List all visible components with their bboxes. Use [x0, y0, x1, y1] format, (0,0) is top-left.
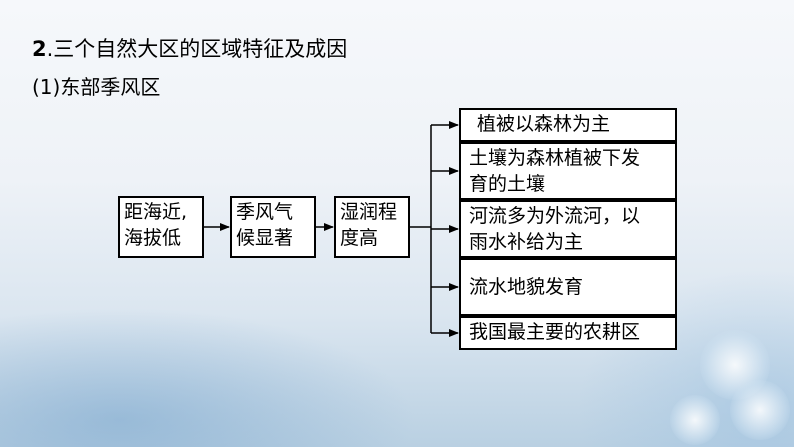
flower-decoration [670, 395, 720, 445]
effect-box-vegetation: 植被以森林为主 [459, 108, 677, 142]
effect-box-landforms: 流水地貌发育 [459, 258, 677, 316]
cause-box-climate: 季风气 候显著 [230, 196, 316, 258]
effect-box-rivers: 河流多为外流河，以 雨水补给为主 [459, 200, 677, 258]
effect-box-agriculture: 我国最主要的农耕区 [459, 316, 677, 350]
effect-box-soil: 土壤为森林植被下发 育的土壤 [459, 142, 677, 200]
section-title: .三个自然大区的区域特征及成因 [46, 37, 348, 61]
subsection-heading: (1)东部季风区 [32, 75, 161, 99]
section-number: 2 [32, 37, 47, 61]
cause-box-location: 距海近, 海拔低 [118, 196, 204, 258]
cause-box-humidity: 湿润程 度高 [334, 196, 410, 258]
section-heading: 2.三个自然大区的区域特征及成因 [32, 36, 347, 62]
flower-decoration [730, 380, 790, 440]
